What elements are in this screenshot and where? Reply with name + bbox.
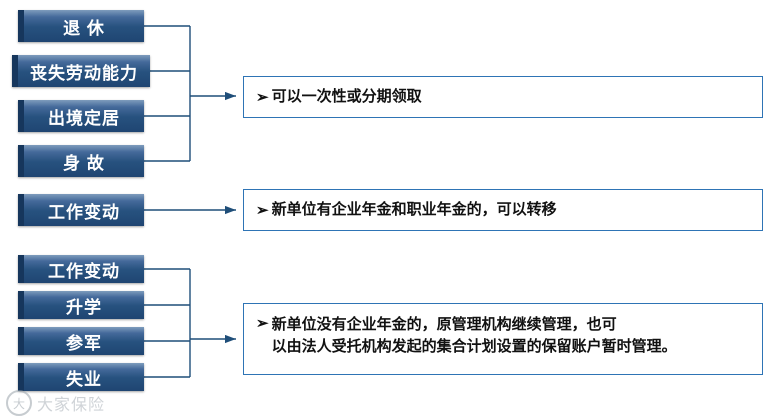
content-box-retain-account[interactable]: ➢ 新单位没有企业年金的，原管理机构继续管理，也可 以由法人受托机构发起的集合计… — [243, 303, 763, 375]
label-box-disability-text: 丧失劳动能力 — [30, 63, 138, 83]
content-box-transfer[interactable]: ➢ 新单位有企业年金和职业年金的，可以转移 — [243, 189, 763, 231]
content-box-transfer-text: 新单位有企业年金和职业年金的，可以转移 — [271, 201, 557, 219]
content-line-1: 新单位没有企业年金的，原管理机构继续管理，也可 — [271, 316, 617, 333]
label-box-disability[interactable]: 丧失劳动能力 — [12, 55, 150, 87]
label-box-death[interactable]: 身 故 — [18, 145, 144, 177]
label-box-job-change-2[interactable]: 工作变动 — [18, 255, 144, 283]
label-box-death-text: 身 故 — [63, 153, 105, 173]
label-box-enlist[interactable]: 参军 — [18, 327, 144, 355]
label-box-job-change-1[interactable]: 工作变动 — [18, 194, 144, 226]
label-box-unemployed-text: 失业 — [66, 369, 102, 389]
label-box-unemployed[interactable]: 失业 — [18, 363, 144, 391]
label-box-further-study[interactable]: 升学 — [18, 291, 144, 319]
label-box-enlist-text: 参军 — [66, 333, 102, 353]
bullet-icon: ➢ — [256, 315, 269, 332]
content-box-lump-sum-text: 可以一次性或分期领取 — [271, 88, 422, 106]
watermark-logo-icon: 大 — [6, 390, 32, 416]
label-box-job-change-1-text: 工作变动 — [48, 202, 120, 222]
label-box-emigrate[interactable]: 出境定居 — [18, 100, 144, 132]
label-box-further-study-text: 升学 — [66, 297, 102, 317]
label-box-retire-text: 退 休 — [63, 18, 105, 38]
label-box-emigrate-text: 出境定居 — [48, 108, 120, 128]
bullet-icon: ➢ — [256, 89, 269, 106]
content-box-lump-sum[interactable]: ➢ 可以一次性或分期领取 — [243, 76, 763, 118]
watermark-text: 大家保险 — [37, 397, 106, 414]
content-box-retain-account-text: 新单位没有企业年金的，原管理机构继续管理，也可 以由法人受托机构发起的集合计划设… — [272, 314, 677, 358]
label-box-retire[interactable]: 退 休 — [18, 10, 144, 42]
watermark: 大 大家保险 — [6, 390, 105, 416]
content-line-2: 以由法人受托机构发起的集合计划设置的保留账户暂时管理。 — [271, 337, 677, 355]
bullet-icon: ➢ — [256, 202, 269, 219]
label-box-job-change-2-text: 工作变动 — [48, 261, 120, 281]
